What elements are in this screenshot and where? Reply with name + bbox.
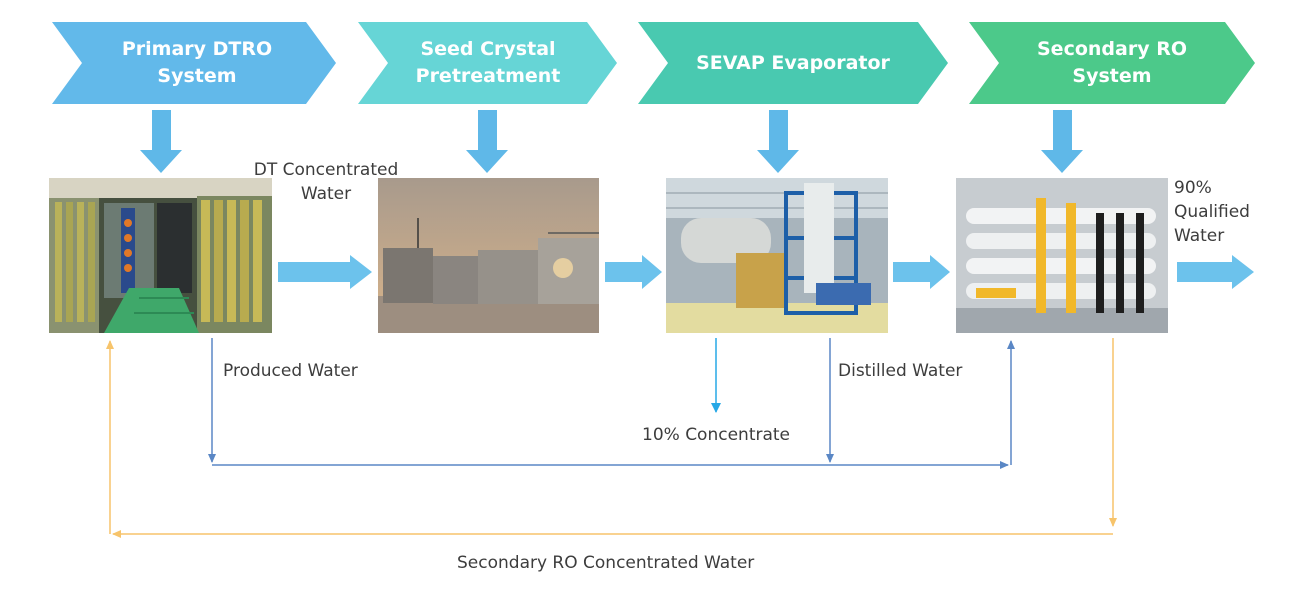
stage-chevron-3: [638, 22, 948, 104]
secondary-ro-concentrated-label: Secondary RO Concentrated Water: [457, 553, 755, 573]
stage-label-sevap: SEVAP Evaporator: [696, 51, 890, 74]
primary-dtro-photo: [49, 178, 272, 333]
sevap-evaporator-photo: [666, 178, 888, 333]
stage-label-seed-crystal: Seed Crystal Pretreatment: [415, 38, 561, 87]
flow-arrow-3: [893, 255, 950, 289]
stage-chevron-2: [358, 22, 617, 104]
seed-crystal-photo: [378, 178, 599, 333]
concentrate-label: 10% Concentrate: [642, 425, 791, 445]
stage-chevron-1: [52, 22, 336, 104]
produced-water-label: Produced Water: [223, 361, 358, 381]
down-arrow-3: [757, 110, 799, 173]
down-arrow-1: [140, 110, 182, 173]
down-arrow-2: [466, 110, 508, 173]
stage-chevron-4: [969, 22, 1255, 104]
distilled-water-label: Distilled Water: [838, 361, 963, 381]
stage-label-secondary-ro: Secondary RO System: [1037, 38, 1187, 87]
dt-concentrated-water-label: DT Concentrated Water: [253, 160, 399, 204]
flow-arrow-4: [1177, 255, 1254, 289]
qualified-water-label: 90% Qualified Water: [1174, 178, 1250, 246]
flow-arrow-2: [605, 255, 662, 289]
secondary-ro-photo: [956, 178, 1168, 333]
flow-arrow-1: [278, 255, 372, 289]
stage-label-primary-dtro: Primary DTRO System: [121, 38, 273, 87]
down-arrow-4: [1041, 110, 1083, 173]
